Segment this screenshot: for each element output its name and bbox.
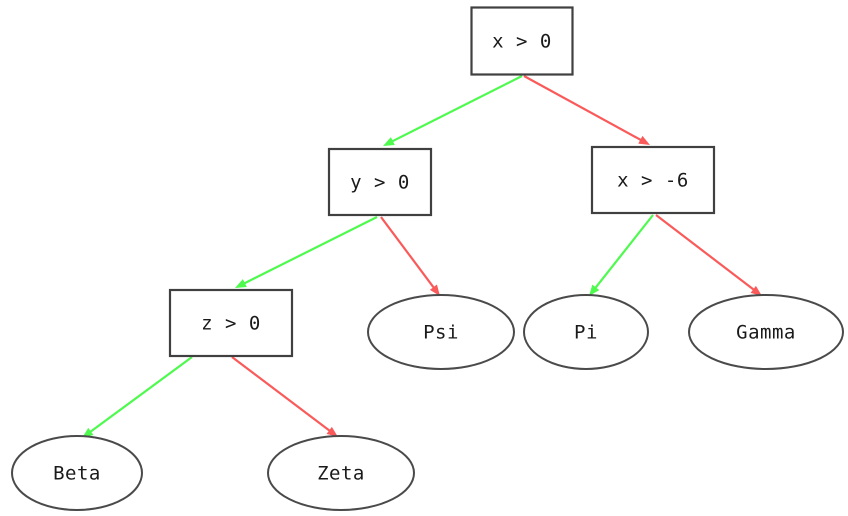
arrowhead-true	[235, 279, 247, 288]
edge-line-true	[390, 75, 523, 143]
arrowhead-true	[383, 137, 395, 146]
node-pi[interactable]: Pi	[523, 294, 649, 370]
leaf-node-shape	[11, 435, 143, 511]
arrowhead-false	[750, 285, 762, 296]
edges-layer	[82, 75, 762, 438]
arrowhead-false	[429, 284, 440, 296]
arrowhead-false	[638, 135, 650, 145]
decision-node-shape	[327, 147, 433, 217]
decision-node-shape	[470, 6, 574, 76]
edge-line-true	[88, 356, 193, 434]
decision-node-shape	[168, 288, 294, 358]
edge-line-false	[655, 214, 756, 292]
edge-root-yes	[383, 75, 523, 146]
edge-z0-yes	[82, 356, 193, 438]
node-root[interactable]: x > 0	[470, 6, 574, 76]
node-y0[interactable]: y > 0	[327, 147, 433, 217]
leaf-node-shape	[267, 435, 415, 511]
edge-xm6-yes	[589, 214, 654, 296]
edge-line-true	[593, 214, 654, 290]
edge-line-true	[242, 216, 378, 285]
decision-node-shape	[590, 145, 716, 215]
edge-y0-no	[380, 216, 440, 296]
node-gamma[interactable]: Gamma	[688, 294, 844, 370]
edge-line-false	[380, 216, 436, 290]
node-psi[interactable]: Psi	[367, 294, 515, 370]
leaf-node-shape	[523, 294, 649, 370]
leaf-node-shape	[367, 294, 515, 370]
node-z0[interactable]: z > 0	[168, 288, 294, 358]
edge-z0-no	[231, 356, 338, 437]
edge-line-false	[231, 356, 332, 433]
edge-line-false	[523, 75, 643, 142]
edge-xm6-no	[655, 214, 762, 296]
arrowhead-false	[326, 426, 338, 437]
edge-root-no	[523, 75, 650, 145]
node-xm6[interactable]: x > -6	[590, 145, 716, 215]
edge-y0-yes	[235, 216, 378, 288]
leaf-node-shape	[688, 294, 844, 370]
node-beta[interactable]: Beta	[11, 435, 143, 511]
node-zeta[interactable]: Zeta	[267, 435, 415, 511]
arrowhead-true	[589, 284, 600, 296]
